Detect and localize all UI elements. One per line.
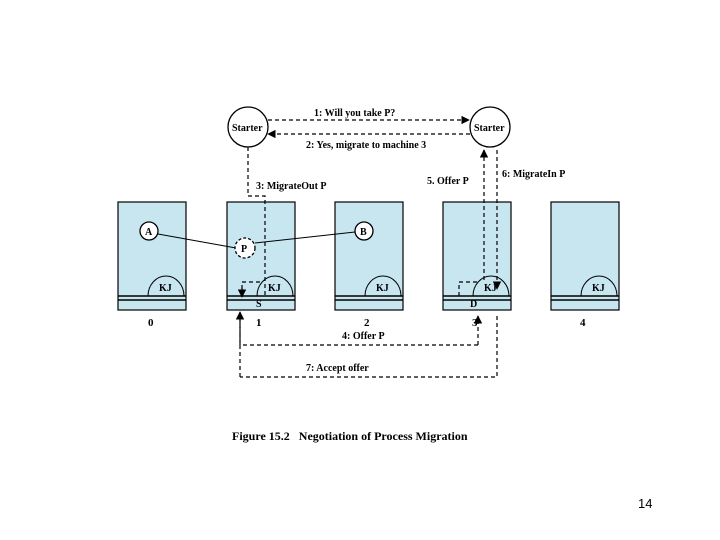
page-number: 14 — [638, 496, 653, 511]
process-a-label: A — [145, 227, 153, 238]
dest-placeholder — [458, 281, 478, 296]
msg7-path — [240, 316, 498, 378]
process-b-label: B — [360, 227, 367, 238]
process-p-label: P — [241, 244, 247, 255]
msg6-label: 6: MigrateIn P — [502, 169, 565, 180]
machine-1: KJ — [226, 201, 296, 311]
kernel-label: KJ — [268, 283, 281, 294]
msg5-label: 5. Offer P — [427, 176, 469, 187]
process-link-a-p — [157, 233, 237, 249]
figure-caption: Figure 15.2 Negotiation of Process Migra… — [232, 429, 468, 443]
machine-0: KJ — [117, 201, 187, 311]
machine-number-4: 4 — [580, 317, 586, 329]
process-p: P — [234, 237, 256, 259]
msg3-arrow — [247, 147, 266, 296]
machine-number-1: 1 — [256, 317, 262, 329]
msg7-label: 7: Accept offer — [306, 363, 369, 374]
msg1-label: 1: Will you take P? — [314, 108, 395, 119]
process-a: A — [139, 221, 159, 241]
starter-right: Starter — [469, 106, 511, 148]
starter-right-label: Starter — [474, 123, 505, 134]
source-placeholder — [241, 281, 260, 296]
starter-left: Starter — [227, 106, 269, 148]
process-link-p-b — [254, 231, 356, 244]
source-marker: S — [256, 299, 262, 310]
kernel-label: KJ — [484, 283, 497, 294]
msg3-label: 3: MigrateOut P — [256, 181, 327, 192]
process-b: B — [354, 221, 374, 241]
kernel-label: KJ — [159, 283, 172, 294]
machine-number-0: 0 — [148, 317, 154, 329]
machine-3: KJ — [442, 201, 512, 311]
kernel-label: KJ — [592, 283, 605, 294]
machine-4: KJ — [550, 201, 620, 311]
machine-2: KJ — [334, 201, 404, 311]
machine-number-2: 2 — [364, 317, 370, 329]
dest-marker: D — [470, 299, 477, 310]
machine-number-3: 3 — [472, 317, 478, 329]
msg4-label: 4: Offer P — [342, 331, 385, 342]
kernel-label: KJ — [376, 283, 389, 294]
starter-left-label: Starter — [232, 123, 263, 134]
msg2-label: 2: Yes, migrate to machine 3 — [306, 140, 426, 151]
